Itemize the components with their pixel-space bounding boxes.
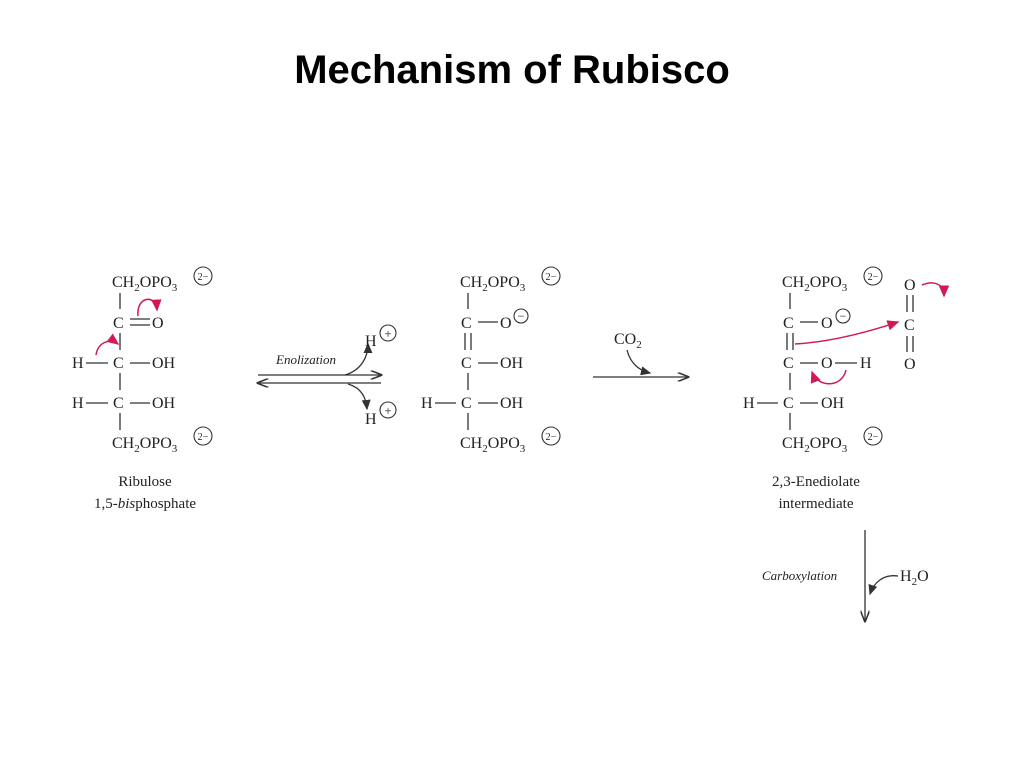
charge-2minus: 2− bbox=[546, 432, 557, 443]
c-atom: C bbox=[783, 315, 794, 332]
h-atom: H bbox=[421, 395, 433, 412]
curly-arrow bbox=[137, 298, 162, 317]
compound3-label-line1: 2,3-Enediolate bbox=[772, 474, 860, 490]
slide-title: Mechanism of Rubisco bbox=[294, 48, 730, 92]
co2-addition-step: CO2 bbox=[593, 331, 688, 377]
ch2opo3-top-3: CH2OPO3 bbox=[782, 274, 848, 294]
ch2opo3-bottom-2: CH2OPO3 bbox=[460, 435, 526, 455]
carbonyl-carbon: C bbox=[113, 315, 124, 332]
carbonyl-oxygen: O bbox=[152, 315, 164, 332]
enolization-label: Enolization bbox=[275, 352, 336, 367]
oh-group: OH bbox=[821, 395, 845, 412]
h2o-label: H2O bbox=[900, 568, 929, 588]
charge-plus: + bbox=[384, 326, 391, 341]
o-atom: O bbox=[821, 355, 833, 372]
co2-oxygen-top: O bbox=[904, 277, 916, 294]
co2-carbon: C bbox=[904, 317, 915, 334]
enediolate-structure: CH2OPO3 2− C O − C OH H C OH CH2OPO3 2− bbox=[421, 266, 561, 455]
charge-2minus: 2− bbox=[868, 432, 879, 443]
charge-plus: + bbox=[384, 403, 391, 418]
charge-minus: − bbox=[840, 309, 847, 323]
h-atom: H bbox=[72, 395, 84, 412]
curly-arrow-oh bbox=[810, 369, 847, 385]
charge-2minus: 2− bbox=[868, 272, 879, 283]
c-atom: C bbox=[783, 355, 794, 372]
compound1-label-line2: 1,5-bisphosphate bbox=[94, 496, 196, 512]
h-atom: H bbox=[743, 395, 755, 412]
charge-2minus: 2− bbox=[546, 272, 557, 283]
oxygen-anion: O bbox=[500, 315, 512, 332]
c-atom: C bbox=[113, 355, 124, 372]
charge-minus: − bbox=[518, 309, 525, 323]
curly-arrow-to-co2 bbox=[794, 320, 900, 345]
ch2opo3-bottom-3: CH2OPO3 bbox=[782, 435, 848, 455]
compound1-label-line1: Ribulose bbox=[118, 474, 172, 490]
charge-2minus: 2− bbox=[198, 432, 209, 443]
oh-group: OH bbox=[152, 355, 176, 372]
ch2opo3-top-2: CH2OPO3 bbox=[460, 274, 526, 294]
c-atom: C bbox=[113, 395, 124, 412]
ch2opo3-bottom-1: CH2OPO3 bbox=[112, 435, 178, 455]
enolization-step: Enolization H + H + bbox=[258, 324, 397, 428]
enediolate-intermediate-structure: CH2OPO3 2− C O − C O H H C OH CH2OPO3 2−… bbox=[743, 266, 950, 455]
carboxylation-step: Carboxylation H2O bbox=[762, 530, 929, 621]
carboxylation-label: Carboxylation bbox=[762, 568, 837, 583]
h-atom: H bbox=[72, 355, 84, 372]
proton-h: H bbox=[365, 411, 377, 428]
c-atom: C bbox=[461, 395, 472, 412]
charge-circle bbox=[193, 266, 213, 286]
ribulose-bisphosphate-structure: CH2OPO3 2− C O H C OH H C OH CH2OPO3 2− bbox=[72, 266, 213, 455]
oh-group: OH bbox=[500, 355, 524, 372]
h-atom: H bbox=[860, 355, 872, 372]
c-atom: C bbox=[461, 355, 472, 372]
co2-label: CO2 bbox=[614, 331, 642, 351]
oh-group: OH bbox=[152, 395, 176, 412]
ch2opo3-top-1: CH2OPO3 bbox=[112, 274, 178, 294]
c-atom: C bbox=[783, 395, 794, 412]
curly-arrow bbox=[95, 333, 120, 356]
oxygen-anion: O bbox=[821, 315, 833, 332]
curly-arrow-co2-oxygen bbox=[921, 282, 950, 298]
c-atom: C bbox=[461, 315, 472, 332]
proton-h: H bbox=[365, 333, 377, 350]
co2-oxygen-bottom: O bbox=[904, 356, 916, 373]
oh-group: OH bbox=[500, 395, 524, 412]
compound3-label-line2: intermediate bbox=[779, 496, 854, 512]
charge-2minus: 2− bbox=[198, 272, 209, 283]
